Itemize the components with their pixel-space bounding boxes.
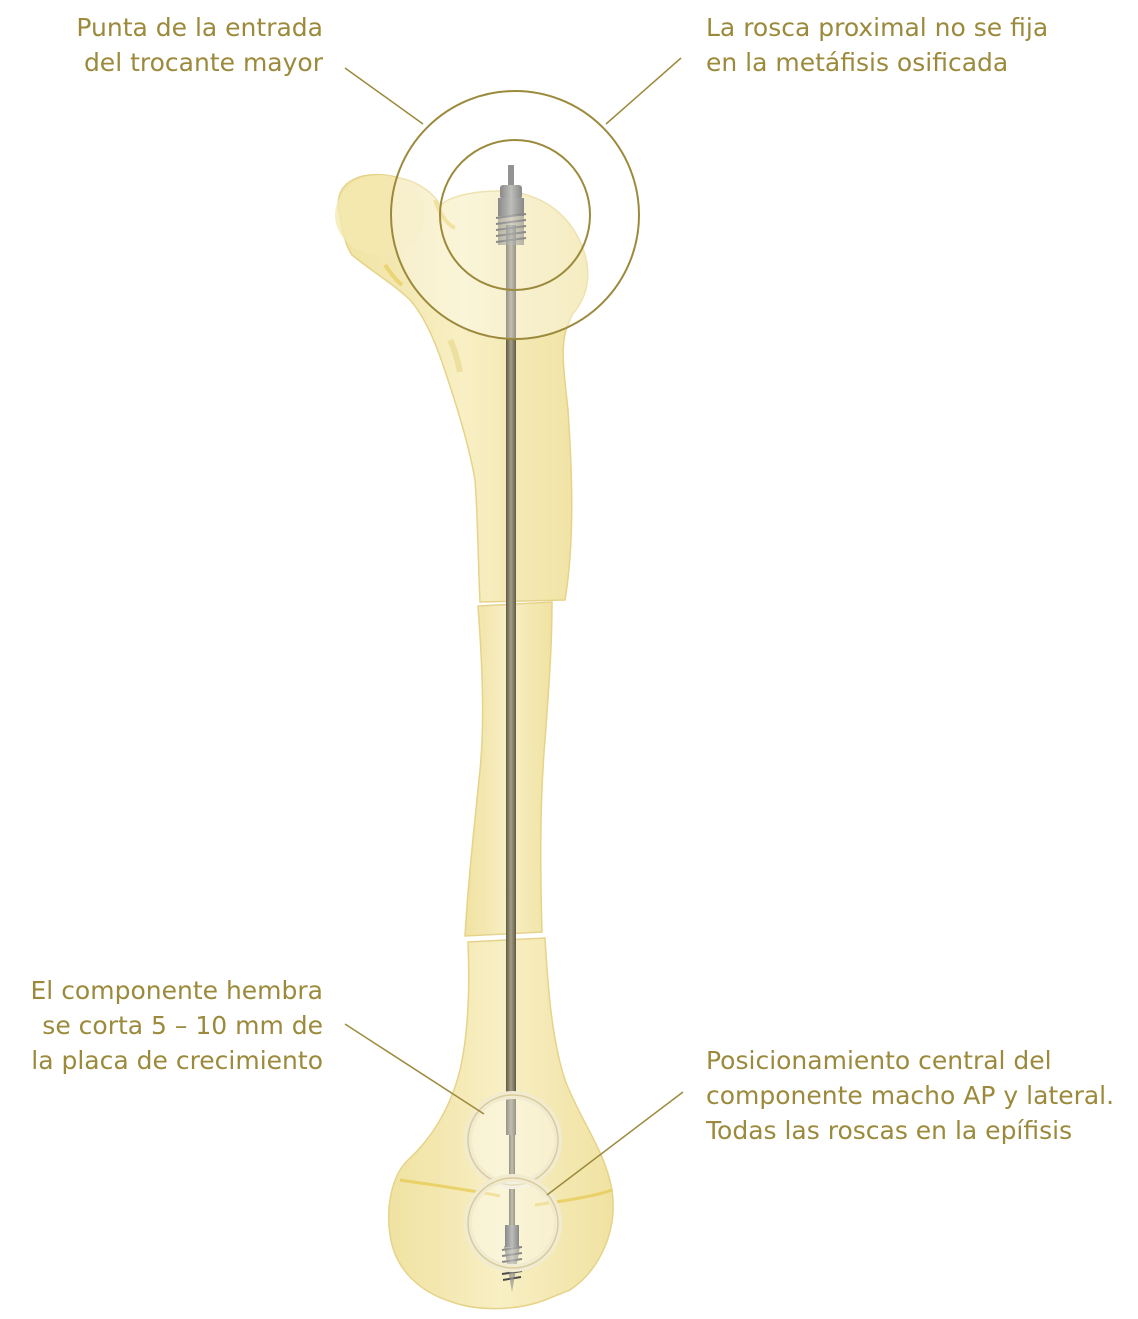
label-line: Punta de la entrada: [76, 10, 323, 45]
label-line: El componente hembra: [31, 973, 324, 1008]
leader-line-top-right: [606, 58, 681, 124]
leader-line-top-left: [345, 68, 423, 124]
label-proximal-thread: La rosca proximal no se fija en la metáf…: [706, 10, 1048, 80]
callout-ring-distal-upper: [468, 1095, 558, 1185]
label-line: del trocante mayor: [76, 45, 323, 80]
label-line: La rosca proximal no se fija: [706, 10, 1048, 45]
label-female-component: El componente hembra se corta 5 – 10 mm …: [31, 973, 324, 1078]
label-trochanter-entry: Punta de la entrada del trocante mayor: [76, 10, 323, 80]
intramedullary-rod: [506, 225, 516, 1235]
label-line: componente macho AP y lateral.: [706, 1078, 1114, 1113]
label-line: Posicionamiento central del: [706, 1043, 1114, 1078]
label-line: Todas las roscas en la epífisis: [706, 1113, 1114, 1148]
label-line: se corta 5 – 10 mm de: [31, 1008, 324, 1043]
callout-ring-proximal-outer: [391, 91, 639, 339]
label-line: en la metáfisis osificada: [706, 45, 1048, 80]
label-male-component: Posicionamiento central del componente m…: [706, 1043, 1114, 1148]
callout-ring-distal-lower: [468, 1178, 558, 1268]
label-line: la placa de crecimiento: [31, 1043, 324, 1078]
